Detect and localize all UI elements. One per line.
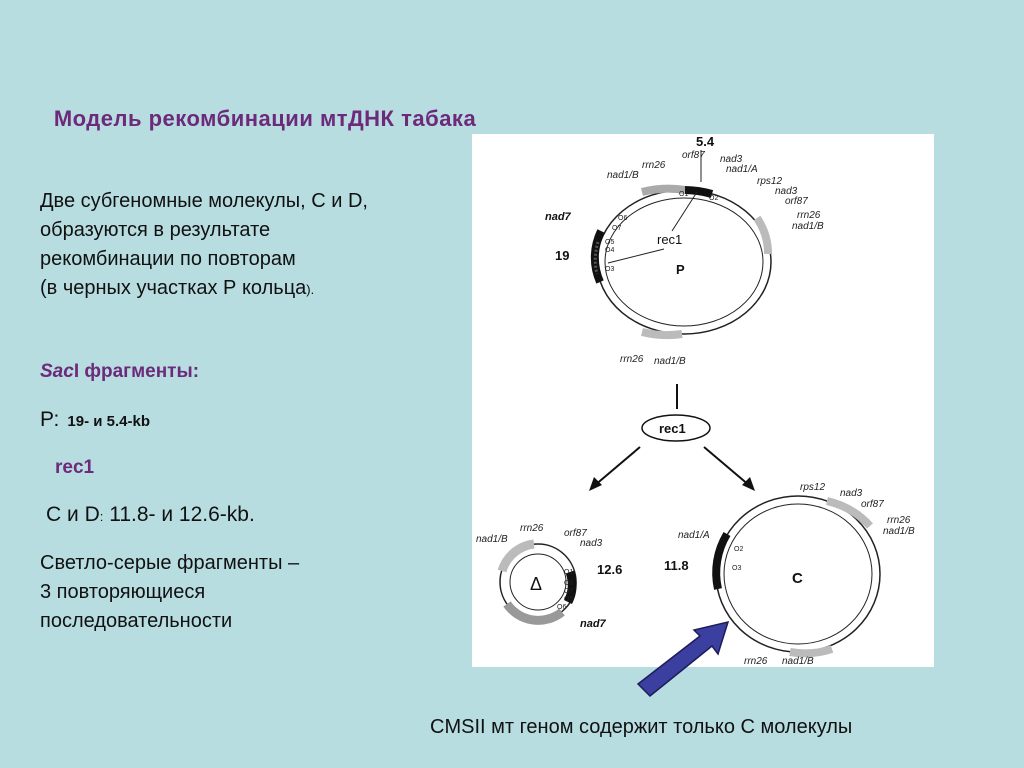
svg-text:O2: O2 — [709, 195, 718, 202]
intro-line: (в черных участках Р кольца). — [40, 277, 315, 299]
svg-text:O6: O6 — [618, 215, 627, 222]
svg-text:5.4: 5.4 — [696, 134, 715, 149]
slide-title: Модель рекомбинации мтДНК табака — [53, 106, 477, 131]
saci-heading: SacI фрагменты: — [40, 361, 200, 382]
svg-text:nad1/B: nad1/B — [792, 221, 824, 232]
svg-text:P: P — [676, 262, 685, 277]
intro-line: образуются в результате — [40, 219, 271, 241]
svg-text:O4: O4 — [605, 247, 614, 254]
p-circle-diagram: rec1 P 5.4 nad7 19 rrn26 orf87 nad3 nad1… — [545, 134, 824, 367]
svg-text:O7: O7 — [612, 225, 621, 232]
svg-text:rrn26: rrn26 — [520, 523, 544, 534]
svg-text:nad1/A: nad1/A — [678, 530, 710, 541]
svg-text:rrn26: rrn26 — [744, 656, 768, 667]
c-circle-diagram: C 11.8 nad1/A rps12 nad3 orf87 rrn26 nad… — [664, 482, 915, 667]
intro-line: рекомбинации по повторам — [40, 248, 296, 270]
svg-text:rps12: rps12 — [800, 482, 825, 493]
svg-text:nad7: nad7 — [545, 211, 572, 223]
svg-text:nad1/B: nad1/B — [476, 534, 508, 545]
svg-text:rrn26: rrn26 — [887, 515, 911, 526]
svg-text:O3: O3 — [605, 266, 614, 273]
svg-text:O1: O1 — [564, 569, 573, 576]
svg-text:nad3: nad3 — [775, 186, 798, 197]
svg-text:O7: O7 — [564, 588, 573, 595]
svg-text:nad7: nad7 — [580, 618, 607, 630]
svg-text:rec1: rec1 — [657, 232, 682, 247]
svg-text:nad1/A: nad1/A — [726, 164, 758, 175]
intro-paragraph: Две субгеномные молекулы, С и D, образую… — [40, 187, 500, 304]
svg-text:O3: O3 — [732, 565, 741, 572]
svg-text:nad3: nad3 — [720, 154, 743, 165]
footer-note: CMSII мт геном содержит только С молекул… — [430, 716, 853, 738]
intro-line: Две субгеномные молекулы, С и D, — [40, 190, 368, 212]
cd-fragments: С и D: 11.8- и 12.6-kb. — [46, 503, 255, 526]
intro-tail: ). — [306, 282, 315, 297]
svg-text:orf87: orf87 — [785, 196, 808, 207]
d-circle-diagram: Δ 12.6 nad7 rrn26 nad1/B orf87 nad3 O1 O… — [476, 523, 622, 630]
svg-text:orf87: orf87 — [682, 150, 705, 161]
svg-text:O5: O5 — [564, 596, 573, 603]
svg-text:rrn26: rrn26 — [642, 160, 666, 171]
rec1-label: rec1 — [55, 457, 95, 478]
svg-text:O1: O1 — [679, 191, 688, 198]
svg-text:O6: O6 — [557, 604, 566, 611]
svg-text:nad1/B: nad1/B — [782, 656, 814, 667]
p-fragments: Р:19- и 5.4-kb — [40, 408, 150, 431]
svg-text:nad1/B: nad1/B — [607, 170, 639, 181]
pointer-arrow-icon — [636, 620, 730, 698]
svg-text:12.6: 12.6 — [597, 562, 622, 577]
svg-text:nad1/B: nad1/B — [883, 526, 915, 537]
svg-text:orf87: orf87 — [861, 499, 884, 510]
svg-text:O5: O5 — [605, 239, 614, 246]
svg-text:rps12: rps12 — [757, 176, 782, 187]
svg-text:C: C — [792, 570, 803, 587]
svg-text:rrn26: rrn26 — [620, 354, 644, 365]
svg-text:rrn26: rrn26 — [797, 210, 821, 221]
light-fragments-note: Светло-серые фрагменты – 3 повторяющиеся… — [40, 552, 300, 632]
svg-text:Δ: Δ — [530, 574, 542, 594]
svg-text:O2: O2 — [734, 546, 743, 553]
svg-text:rec1: rec1 — [659, 421, 686, 436]
svg-text:orf87: orf87 — [564, 528, 587, 539]
svg-text:O6: O6 — [564, 580, 573, 587]
svg-text:nad3: nad3 — [580, 538, 603, 549]
svg-text:nad3: nad3 — [840, 488, 863, 499]
svg-text:nad1/B: nad1/B — [654, 356, 686, 367]
rec1-step: rec1 — [589, 384, 755, 491]
svg-text:11.8: 11.8 — [664, 558, 689, 573]
svg-text:19: 19 — [555, 248, 569, 263]
recombination-figure: rec1 P 5.4 nad7 19 rrn26 orf87 nad3 nad1… — [472, 134, 934, 667]
